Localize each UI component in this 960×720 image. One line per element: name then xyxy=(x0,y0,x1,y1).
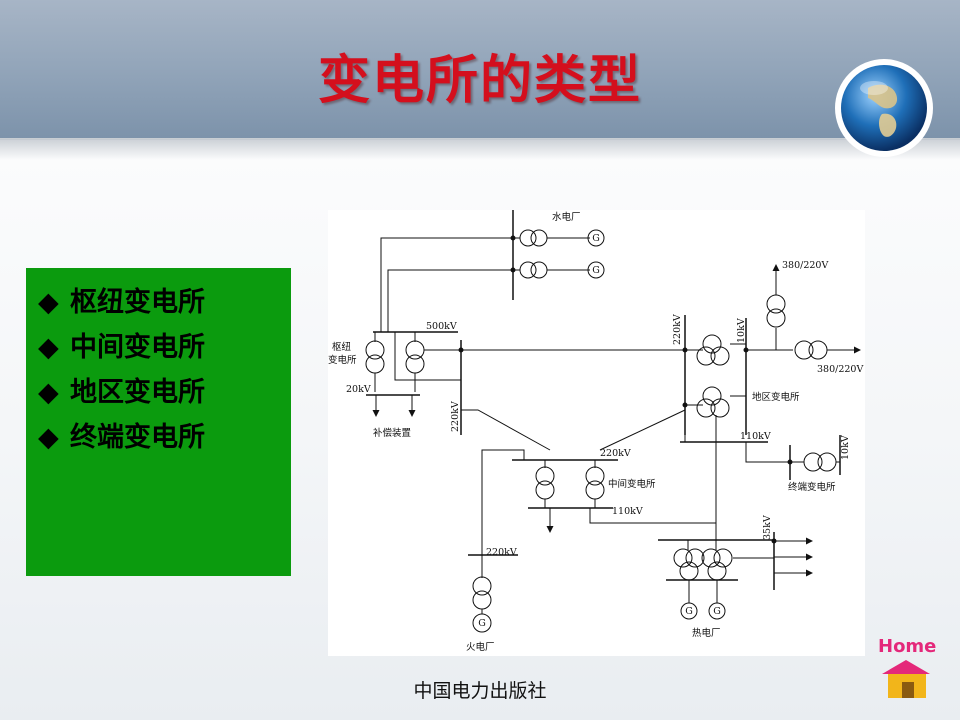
house-icon xyxy=(882,660,930,698)
svg-text:220kV: 220kV xyxy=(450,401,461,432)
bullet-text: 中间变电所 xyxy=(70,332,205,363)
home-button[interactable]: Home xyxy=(874,634,944,702)
globe-icon xyxy=(834,58,934,158)
svg-text:G: G xyxy=(592,265,600,276)
diamond-bullet-icon: ◆ xyxy=(38,332,59,363)
svg-text:110kV: 110kV xyxy=(740,431,771,442)
svg-text:G: G xyxy=(478,618,486,629)
svg-text:110kV: 110kV xyxy=(612,506,643,517)
svg-text:220kV: 220kV xyxy=(486,547,517,558)
bullet-list: ◆ 枢纽变电所 ◆ 中间变电所 ◆ 地区变电所 ◆ 终端变电所 xyxy=(26,268,291,460)
svg-text:终端变电所: 终端变电所 xyxy=(788,481,836,493)
svg-text:G: G xyxy=(685,606,693,617)
svg-text:380/220V: 380/220V xyxy=(782,260,828,271)
diagram-svg: G G 水电厂 500kV 枢纽 变电所 20kV 补偿装置 220kV xyxy=(328,210,863,653)
bullet-item: ◆ 地区变电所 xyxy=(38,370,291,415)
generator-icon xyxy=(472,613,492,633)
generator-icon xyxy=(680,602,698,620)
bullet-text: 终端变电所 xyxy=(70,422,205,453)
svg-text:20kV: 20kV xyxy=(346,384,371,395)
bullet-text: 枢纽变电所 xyxy=(70,287,205,318)
svg-text:补偿装置: 补偿装置 xyxy=(373,427,411,439)
bullet-item: ◆ 终端变电所 xyxy=(38,415,291,460)
diamond-bullet-icon: ◆ xyxy=(38,287,59,318)
generator-icon xyxy=(587,229,605,247)
svg-text:220kV: 220kV xyxy=(600,448,631,459)
svg-text:220kV: 220kV xyxy=(672,314,683,345)
svg-text:G: G xyxy=(713,606,721,617)
svg-text:变电所: 变电所 xyxy=(328,354,357,366)
diamond-bullet-icon: ◆ xyxy=(38,422,59,453)
power-system-diagram: G G 水电厂 500kV 枢纽 变电所 20kV 补偿装置 220kV xyxy=(328,210,865,656)
svg-text:380/220V: 380/220V xyxy=(817,364,863,375)
svg-text:10kV: 10kV xyxy=(736,318,747,343)
svg-text:500kV: 500kV xyxy=(426,321,457,332)
header-banner xyxy=(0,0,960,140)
diamond-bullet-icon: ◆ xyxy=(38,377,59,408)
generator-icon xyxy=(708,602,726,620)
svg-text:G: G xyxy=(592,233,600,244)
slide-title: 变电所的类型 xyxy=(317,51,642,111)
header-shadow xyxy=(0,138,960,160)
home-label: Home xyxy=(878,636,937,657)
svg-text:火电厂: 火电厂 xyxy=(466,641,495,653)
svg-text:枢纽: 枢纽 xyxy=(332,341,352,353)
bullet-item: ◆ 中间变电所 xyxy=(38,325,291,370)
svg-text:热电厂: 热电厂 xyxy=(692,627,721,639)
svg-text:中间变电所: 中间变电所 xyxy=(608,478,656,490)
bullet-item: ◆ 枢纽变电所 xyxy=(38,280,291,325)
svg-text:10kV: 10kV xyxy=(840,435,851,460)
hydro-plant-label: 水电厂 xyxy=(552,211,581,223)
svg-text:地区变电所: 地区变电所 xyxy=(752,391,800,403)
svg-text:35kV: 35kV xyxy=(762,515,773,540)
publisher-footer: 中国电力出版社 xyxy=(413,680,547,702)
substation-types-panel: ◆ 枢纽变电所 ◆ 中间变电所 ◆ 地区变电所 ◆ 终端变电所 xyxy=(26,268,291,576)
bullet-text: 地区变电所 xyxy=(70,377,205,408)
